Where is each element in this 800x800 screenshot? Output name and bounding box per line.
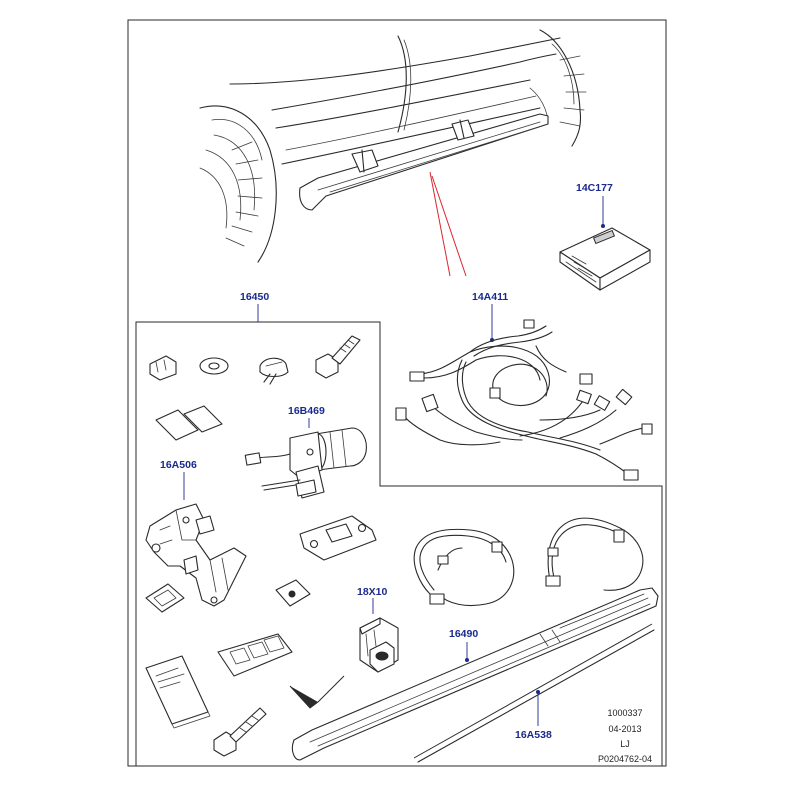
motor-assembly-illustration (244, 418, 367, 499)
washer-illustration (199, 357, 229, 375)
switch-bezel-illustration (217, 633, 293, 677)
reference-block: 1000337 04-2013 LJ P0204762-04 (598, 708, 652, 764)
reference-date: 04-2013 (608, 724, 641, 734)
running-board-illustration (291, 587, 659, 761)
mounting-bracket-illustration (145, 472, 247, 607)
bolt-illustration (315, 335, 361, 379)
hex-key-illustration (289, 675, 345, 709)
instruction-booklet-illustration (145, 655, 211, 729)
gasket-pad-illustration (145, 583, 185, 613)
mounting-plate-illustration (299, 515, 377, 561)
foam-pad-illustration (275, 579, 311, 607)
wiring-harness-illustration (395, 304, 653, 481)
callout-16a506: 16A506 (160, 459, 197, 471)
kit-outline-frame (135, 321, 663, 767)
callout-14c177: 14C177 (576, 182, 613, 194)
callout-16450: 16450 (240, 291, 269, 303)
trim-strip-illustration (413, 623, 655, 763)
reference-number: 1000337 (607, 708, 642, 718)
callout-16a538: 16A538 (515, 729, 552, 741)
reference-code: LJ (620, 739, 630, 749)
callout-16b469: 16B469 (288, 405, 325, 417)
callout-14a411: 14A411 (472, 291, 508, 303)
clip-illustration (149, 355, 177, 381)
callout-16490: 16490 (449, 628, 478, 640)
switch-illustration (359, 598, 399, 673)
screw-illustration (259, 357, 289, 385)
long-bolt-illustration (213, 707, 267, 757)
adhesive-pads-illustration (155, 405, 223, 441)
sensor-cables-illustration (413, 517, 644, 607)
callout-18x10: 18X10 (357, 586, 388, 598)
vehicle-side-illustration (199, 29, 587, 277)
control-module-illustration (559, 196, 651, 291)
reference-part-number: P0204762-04 (598, 754, 652, 764)
